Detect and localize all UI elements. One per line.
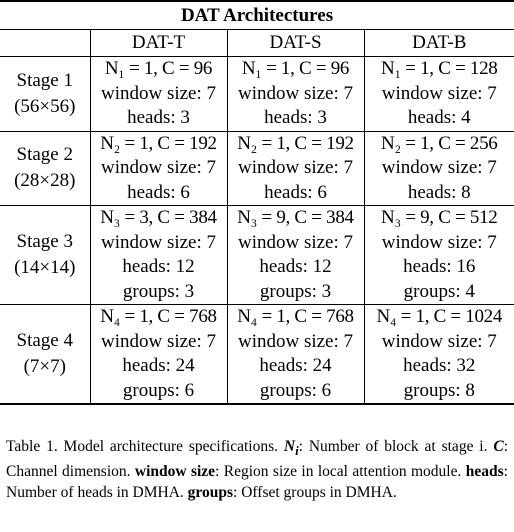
- spec-line: heads: 8: [407, 181, 471, 203]
- column-header-dat-t: DAT-T: [89, 29, 227, 57]
- caption-label: Table 1. Model architecture specificatio…: [6, 438, 278, 455]
- spec-cell: N₃ = 9, C = 512 window size: 7 heads: 16 gr…: [363, 205, 514, 305]
- spec-line: heads: 12: [122, 256, 195, 277]
- table-header-row: DAT-T DAT-S DAT-B: [0, 29, 514, 57]
- caption-desc-c: : Channel dimension.: [6, 438, 509, 481]
- spec-cell: N₁ = 1, C = 96 window size: 7 heads: 3: [226, 56, 364, 131]
- spec-line: window size: 7: [237, 82, 354, 104]
- spec-line: window size: 7: [100, 82, 217, 104]
- spec-line: window size: 7: [100, 157, 217, 178]
- spec-line: heads: 32: [403, 355, 476, 376]
- caption-term-ni: Ni: [283, 438, 299, 459]
- stage-row: Stage 1 (56×56) N₁ = 1, C = 96 window size:…: [0, 56, 514, 131]
- spec-cell: N₄ = 1, C = 768 window size: 7 heads: 24 gr…: [226, 304, 364, 405]
- spec-line: window size: 7: [237, 330, 354, 352]
- caption-desc-window-size: : Region size in local attention module.: [215, 463, 462, 481]
- caption-desc-groups: : Offset groups in DMHA.: [233, 484, 397, 502]
- spec-blocks-channels: N₄ = 1, C = 768: [100, 306, 217, 327]
- spec-blocks-channels: N₁ = 1, C = 128: [381, 58, 498, 79]
- stage-name: Stage 2: [16, 144, 73, 166]
- spec-line: heads: 4: [407, 107, 471, 128]
- spec-line: groups: 3: [259, 280, 332, 302]
- stage-name: Stage 3: [16, 231, 73, 252]
- spec-blocks-channels: N₂ = 1, C = 192: [100, 132, 217, 154]
- spec-blocks-channels: N₄ = 1, C = 768: [237, 306, 354, 327]
- spec-line: groups: 6: [259, 379, 332, 401]
- spec-blocks-channels: N₁ = 1, C = 96: [241, 58, 350, 79]
- spec-line: heads: 6: [264, 181, 327, 203]
- spec-line: heads: 12: [259, 256, 332, 277]
- spec-blocks-channels: N₃ = 3, C = 384: [100, 207, 217, 228]
- table-title: DAT Architectures: [0, 0, 514, 30]
- spec-cell: N₂ = 1, C = 192 window size: 7 heads: 6: [89, 130, 227, 206]
- stage-resolution: (7×7): [23, 356, 66, 377]
- stage-label-cell: Stage 2 (28×28): [0, 130, 90, 206]
- caption-desc-heads: : Number of heads in DMHA.: [6, 463, 508, 502]
- spec-line: window size: 7: [100, 231, 217, 253]
- architecture-table-container: DAT Architectures DAT-T DAT-S DAT-B Stag…: [0, 0, 514, 405]
- stage-label-cell: Stage 1 (56×56): [0, 56, 90, 131]
- spec-blocks-channels: N₁ = 1, C = 96: [104, 58, 213, 79]
- spec-cell: N₂ = 1, C = 192 window size: 7 heads: 6: [226, 130, 364, 206]
- spec-line: window size: 7: [237, 231, 354, 253]
- stage-label-cell: Stage 4 (7×7): [0, 304, 90, 405]
- spec-line: heads: 24: [122, 355, 195, 376]
- spec-line: window size: 7: [381, 82, 497, 104]
- spec-cell: N₃ = 3, C = 384 window size: 7 heads: 12 gr…: [89, 205, 227, 305]
- stage-name: Stage 4: [16, 330, 73, 351]
- spec-line: groups: 8: [403, 379, 475, 401]
- spec-line: window size: 7: [237, 157, 354, 178]
- spec-line: groups: 6: [122, 379, 195, 401]
- spec-line: groups: 3: [122, 280, 195, 302]
- table-caption: Table 1. Model architecture specificatio…: [6, 436, 508, 503]
- stage-row: Stage 4 (7×7) N₄ = 1, C = 768 window size: …: [0, 304, 514, 405]
- spec-cell: N₄ = 1, C = 768 window size: 7 heads: 24 gr…: [89, 304, 227, 405]
- caption-desc-ni: : Number of block at stage i.: [298, 438, 488, 455]
- spec-line: window size: 7: [100, 330, 217, 352]
- spec-line: heads: 3: [127, 107, 190, 128]
- header-empty-cell: [0, 29, 90, 57]
- table-title-row: DAT Architectures: [0, 0, 514, 30]
- stage-row: Stage 2 (28×28) N₂ = 1, C = 192 window size…: [0, 130, 514, 206]
- spec-blocks-channels: N₄ = 1, C = 1024: [376, 306, 503, 327]
- spec-blocks-channels: N₂ = 1, C = 256: [381, 132, 498, 154]
- caption-term-heads: heads: [465, 463, 504, 481]
- spec-line: heads: 24: [259, 355, 332, 376]
- stage-row: Stage 3 (14×14) N₃ = 3, C = 384 window size…: [0, 205, 514, 305]
- spec-blocks-channels: N₂ = 1, C = 192: [237, 132, 354, 154]
- spec-line: heads: 3: [264, 107, 327, 128]
- stage-resolution: (56×56): [14, 95, 76, 117]
- spec-cell: N₄ = 1, C = 1024 window size: 7 heads: 32 g…: [363, 304, 514, 405]
- spec-line: groups: 4: [403, 280, 475, 302]
- column-header-dat-s: DAT-S: [226, 29, 364, 57]
- spec-line: heads: 6: [127, 181, 190, 203]
- spec-cell: N₂ = 1, C = 256 window size: 7 heads: 8: [363, 130, 514, 206]
- caption-term-window-size: window size: [134, 463, 216, 481]
- spec-blocks-channels: N₃ = 9, C = 384: [237, 207, 354, 228]
- caption-term-c: C: [493, 438, 504, 455]
- spec-line: window size: 7: [381, 231, 497, 253]
- spec-line: heads: 16: [403, 256, 476, 277]
- spec-blocks-channels: N₃ = 9, C = 512: [381, 207, 498, 228]
- spec-cell: N₃ = 9, C = 384 window size: 7 heads: 12 gr…: [226, 205, 364, 305]
- stage-resolution: (14×14): [14, 257, 76, 278]
- spec-cell: N₁ = 1, C = 128 window size: 7 heads: 4: [363, 56, 514, 131]
- stage-name: Stage 1: [16, 69, 73, 91]
- column-header-dat-b: DAT-B: [363, 29, 514, 57]
- caption-term-groups: groups: [187, 484, 234, 502]
- architecture-table: DAT Architectures DAT-T DAT-S DAT-B Stag…: [0, 0, 514, 405]
- stage-resolution: (28×28): [14, 170, 76, 192]
- stage-label-cell: Stage 3 (14×14): [0, 205, 90, 305]
- spec-line: window size: 7: [381, 157, 497, 178]
- spec-cell: N₁ = 1, C = 96 window size: 7 heads: 3: [89, 56, 227, 131]
- spec-line: window size: 7: [381, 330, 497, 352]
